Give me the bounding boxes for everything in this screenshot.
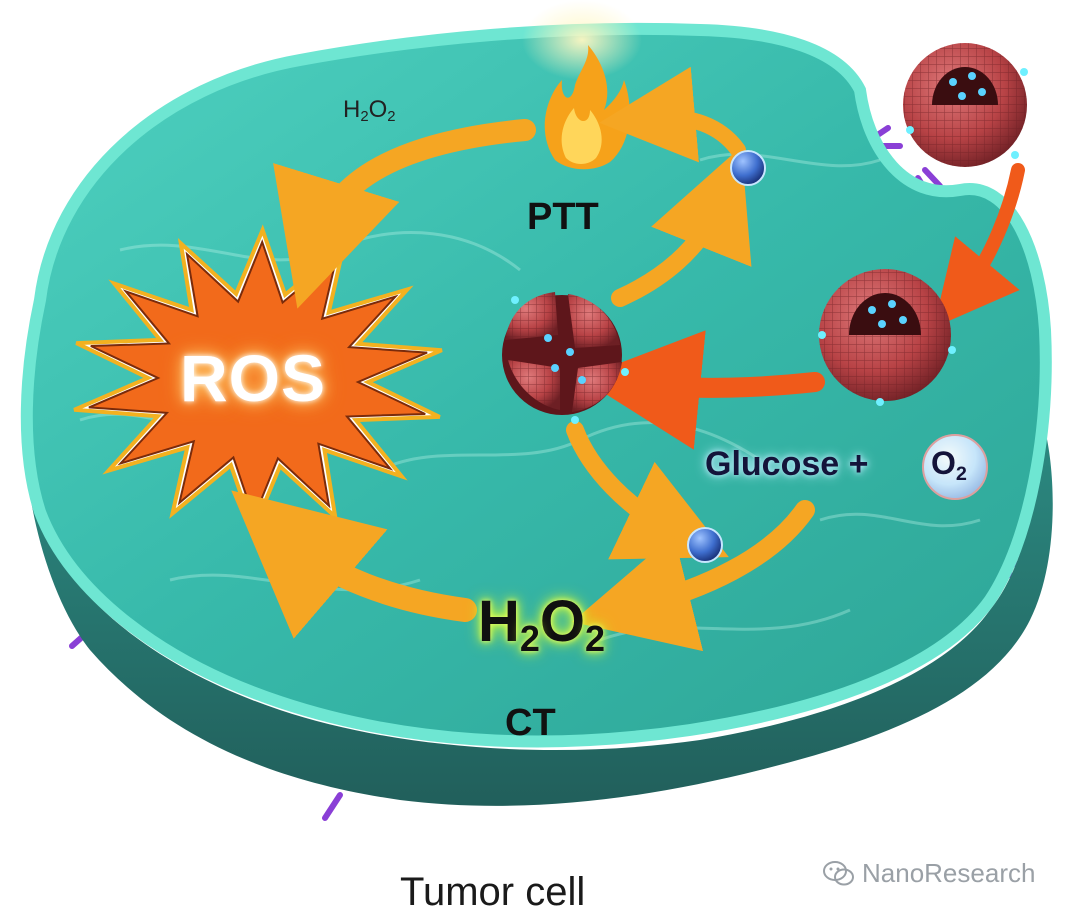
watermark-text: NanoResearch <box>862 858 1036 888</box>
broken-nanoparticle-icon <box>502 292 629 424</box>
arrow-particle-to-broken <box>580 330 825 450</box>
wechat-icon <box>823 860 854 885</box>
h2o2-small-label: H2O2 <box>343 96 396 126</box>
glucose-label: Glucose + <box>705 445 869 483</box>
nanoparticle-icon <box>903 43 1028 167</box>
ct-label: CT <box>505 702 556 744</box>
arrow-h2o2-to-ros <box>273 119 536 309</box>
nanoparticle-icon <box>818 269 956 406</box>
h2o2-main-label: H2O2 <box>478 589 606 660</box>
arrow-glucose-to-h2o2 <box>572 500 815 652</box>
dot-icon <box>730 150 766 186</box>
o2-label: O2 <box>931 445 967 485</box>
arrow-particle-to-dot <box>611 146 752 307</box>
ros-label: ROS <box>180 341 327 415</box>
watermark: NanoResearch <box>822 858 1035 889</box>
arrow-h2o2-to-ros-bottom <box>231 490 477 639</box>
arrow-dot-to-flame <box>599 66 746 163</box>
caption: Tumor cell <box>400 870 586 914</box>
bubble-icon <box>922 434 988 500</box>
dot-icon <box>687 527 723 563</box>
arrow-top-to-mid-particle <box>933 163 1025 328</box>
arrow-broken-to-dot <box>566 421 729 560</box>
ptt-label: PTT <box>527 196 599 238</box>
